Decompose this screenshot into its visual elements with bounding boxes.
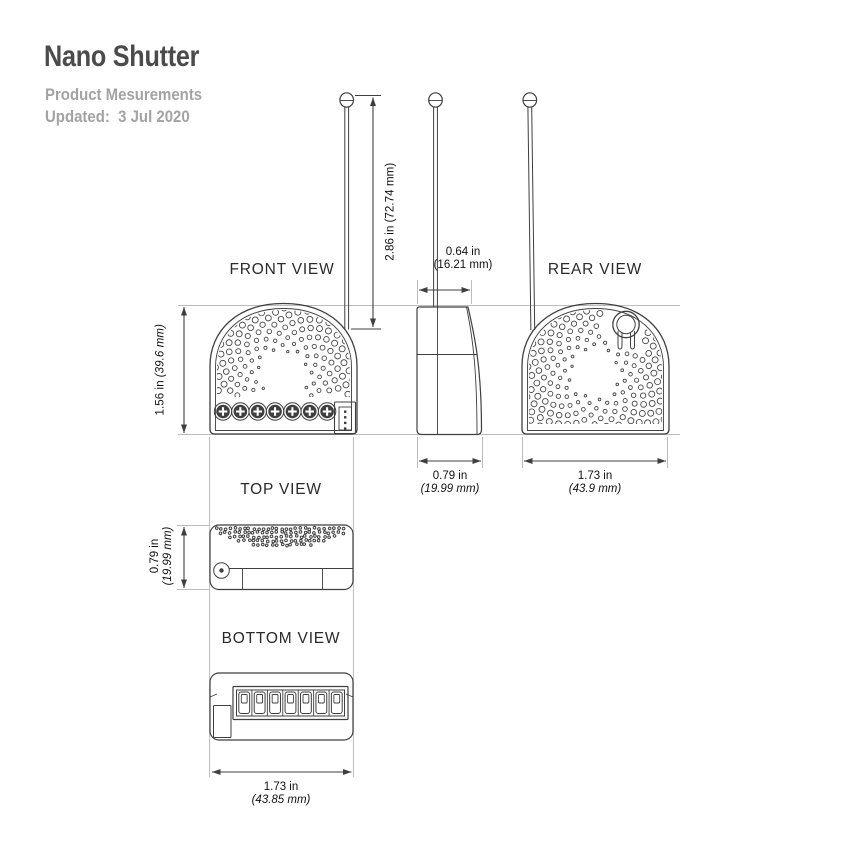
front-perforations bbox=[217, 310, 350, 397]
rear-perforations bbox=[529, 310, 662, 424]
dim-antenna-length: 2.86 in(72.74 mm) bbox=[384, 162, 397, 261]
dim-body-height: 1.56 in(39.6 mm) bbox=[154, 323, 167, 416]
front-view-label: FRONT VIEW bbox=[229, 261, 335, 278]
antennas bbox=[339, 92, 538, 331]
top-perforation-band bbox=[214, 525, 346, 548]
page-title: Nano Shutter bbox=[44, 40, 200, 73]
dim-top-depth: 0.79 in (19.99 mm) bbox=[149, 526, 174, 586]
bottom-view-drawing bbox=[209, 672, 354, 741]
rear-view-drawing bbox=[521, 302, 670, 435]
dim-bottom-width: 1.73 in (43.85 mm) bbox=[251, 781, 311, 806]
dimension-lines bbox=[181, 95, 666, 775]
page-updated-date: Updated: 3 Jul 2020 bbox=[45, 107, 190, 126]
page-subtitle: Product Mesurements bbox=[45, 85, 203, 104]
top-view-label: TOP VIEW bbox=[240, 481, 322, 498]
dim-rear-width: 1.73 in (43.9 mm) bbox=[568, 470, 622, 495]
keyhole-mount bbox=[612, 310, 640, 350]
dim-side-bottom-width: 0.79 in (19.99 mm) bbox=[420, 470, 480, 495]
side-view-drawing bbox=[416, 306, 483, 436]
dim-side-top-width: 0.64 in (16.21 mm) bbox=[433, 246, 493, 271]
bottom-view-label: BOTTOM VIEW bbox=[221, 630, 341, 647]
front-view-drawing bbox=[209, 302, 358, 435]
rear-view-label: REAR VIEW bbox=[547, 261, 643, 278]
top-view-drawing bbox=[209, 524, 354, 591]
